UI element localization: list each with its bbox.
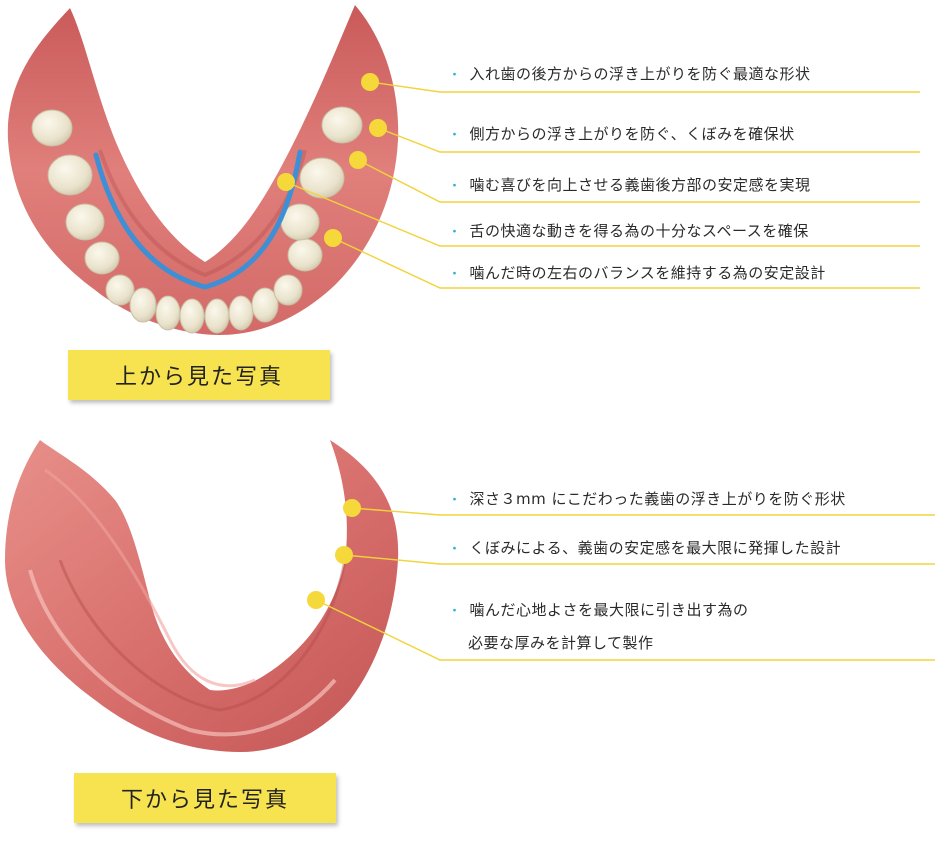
bottom-note-2-text: くぼみによる、義歯の安定感を最大限に発揮した設計: [469, 539, 842, 557]
tooth-14: [299, 157, 345, 199]
tooth-12: [273, 274, 303, 306]
marker-dot-5: [324, 229, 342, 247]
marker-dot-7: [335, 546, 353, 564]
bullet-icon: ・: [448, 542, 462, 557]
bullet-icon: ・: [448, 128, 462, 143]
bottom-note-1: ・深さ３mm にこだわった義歯の浮き上がりを防ぐ形状: [448, 489, 846, 511]
top-note-1-text: 入れ歯の後方からの浮き上がりを防ぐ最適な形状: [469, 65, 811, 83]
top-teeth-group: [31, 106, 363, 334]
leader-line-2: [377, 127, 920, 153]
tooth-11: [251, 287, 279, 323]
bottom-caption: 下から見た写真: [74, 773, 336, 823]
bottom-note-2: ・くぼみによる、義歯の安定感を最大限に発揮した設計: [448, 538, 841, 560]
bottom-note-3: ・噛んだ心地よさを最大限に引き出す為の: [448, 600, 749, 622]
bottom-gum-groove: [58, 559, 347, 712]
bottom-note-4-text: 必要な厚みを計算して製作: [468, 634, 654, 652]
bottom-note-4: 必要な厚みを計算して製作: [468, 633, 654, 653]
top-note-2: ・側方からの浮き上がりを防ぐ、くぼみを確保状: [448, 124, 795, 146]
tooth-7: [155, 295, 181, 331]
top-note-1: ・入れ歯の後方からの浮き上がりを防ぐ最適な形状: [448, 64, 811, 86]
bullet-icon: ・: [448, 267, 462, 282]
bottom-gum-highlight: [28, 569, 337, 737]
tooth-13: [287, 238, 323, 272]
bottom-note-3-text: 噛んだ心地よさを最大限に引き出す為の: [469, 601, 749, 619]
bottom-gum-base: [5, 440, 399, 752]
top-note-5-text: 噛んだ時の左右のバランスを維持する為の安定設計: [469, 264, 826, 282]
bullet-icon: ・: [448, 225, 462, 240]
marker-dot-4: [277, 173, 295, 191]
top-note-3: ・噛む喜びを向上させる義歯後方部の安定感を実現: [448, 175, 811, 197]
top-note-3-text: 噛む喜びを向上させる義歯後方部の安定感を実現: [469, 176, 811, 194]
bottom-view-denture: [5, 440, 399, 752]
bottom-note-1-text: 深さ３mm にこだわった義歯の浮き上がりを防ぐ形状: [469, 490, 846, 508]
leader-line-5: [332, 237, 920, 289]
bottom-gum-ridge: [44, 468, 256, 688]
tooth-6: [129, 287, 157, 323]
tooth-8: [179, 298, 205, 334]
marker-dot-6: [343, 499, 361, 517]
leader-line-8: [315, 599, 935, 661]
marker-dot-2: [369, 119, 387, 137]
leader-lines: [277, 73, 935, 661]
leader-line-1: [369, 81, 920, 93]
top-note-4: ・舌の快適な動きを得る為の十分なスペースを確保: [448, 221, 809, 243]
marker-dot-3: [349, 151, 367, 169]
tooth-10: [228, 295, 254, 331]
tooth-3: [65, 203, 105, 241]
top-caption: 上から見た写真: [68, 350, 330, 400]
top-note-5: ・噛んだ時の左右のバランスを維持する為の安定設計: [448, 263, 826, 285]
bullet-icon: ・: [448, 493, 462, 508]
bullet-icon: ・: [448, 604, 462, 619]
tooth-15: [321, 106, 363, 144]
tooth-9: [204, 298, 230, 334]
tooth-5: [105, 274, 135, 306]
marker-dot-8: [307, 591, 325, 609]
top-note-2-text: 側方からの浮き上がりを防ぐ、くぼみを確保状: [469, 125, 795, 143]
tooth-1: [31, 109, 73, 147]
marker-dot-1: [361, 73, 379, 91]
leader-line-3: [357, 159, 920, 203]
top-note-4-text: 舌の快適な動きを得る為の十分なスペースを確保: [469, 222, 809, 240]
tooth-2: [47, 154, 93, 196]
bullet-icon: ・: [448, 68, 462, 83]
leader-line-6: [351, 507, 935, 516]
arch-curve-line: [93, 149, 303, 290]
leader-line-4: [285, 181, 920, 247]
tooth-4: [84, 241, 120, 275]
leader-line-7: [343, 554, 935, 565]
bullet-icon: ・: [448, 179, 462, 194]
